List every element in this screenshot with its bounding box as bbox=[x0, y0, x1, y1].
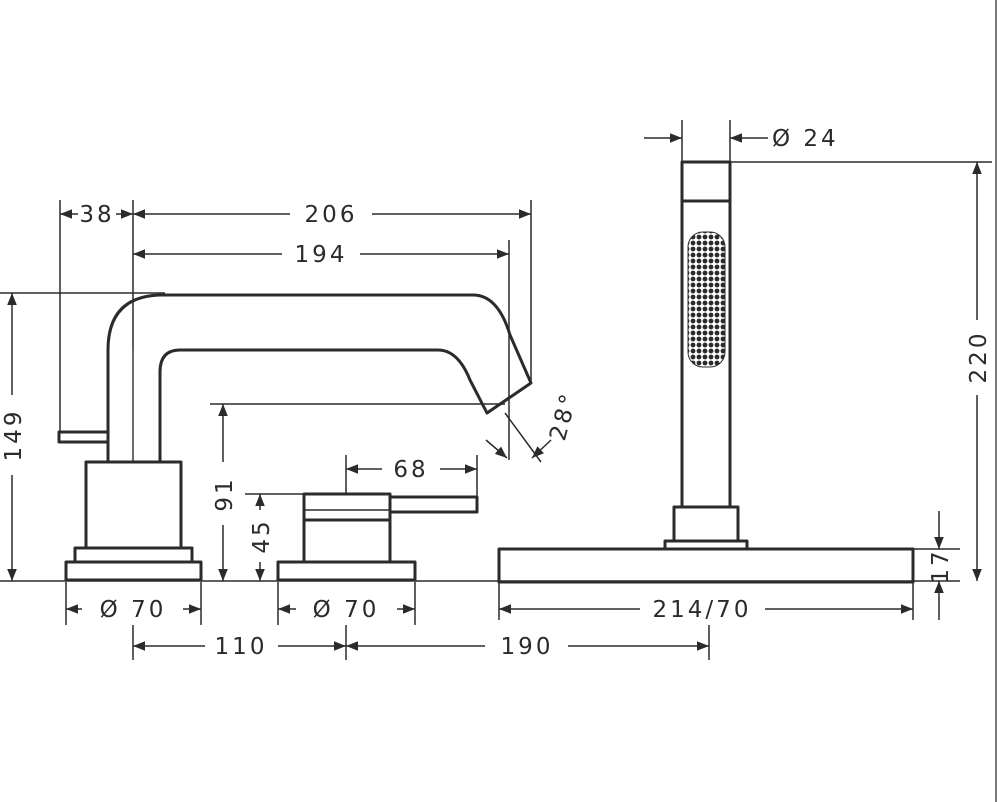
hand-shower bbox=[497, 160, 915, 584]
dimension-lines bbox=[7, 133, 982, 651]
dim-lever-length: 68 bbox=[393, 457, 428, 483]
dim-shower-height: 220 bbox=[966, 331, 992, 384]
spout bbox=[57, 293, 533, 582]
mixer-base-plate bbox=[276, 560, 417, 582]
spout-escutcheon bbox=[84, 460, 183, 550]
shower-spray-face bbox=[687, 231, 726, 368]
shower-base-plate bbox=[497, 547, 915, 584]
dim-shower-diameter: Ø 24 bbox=[772, 126, 839, 152]
dim-spout-angle: 28° bbox=[545, 389, 583, 444]
spout-base-plate bbox=[64, 560, 203, 582]
spout-body bbox=[106, 293, 533, 464]
mixer-body bbox=[302, 518, 392, 564]
spout-diverter-knob bbox=[57, 430, 110, 444]
dim-spout-base-diameter: Ø 70 bbox=[100, 597, 167, 623]
dim-spout-reach-outer: 206 bbox=[305, 202, 358, 228]
dim-spout-reach-inner: 194 bbox=[295, 242, 348, 268]
dim-mixer-to-shower: 190 bbox=[501, 634, 554, 660]
dim-plate-size: 214/70 bbox=[653, 597, 752, 623]
mixer bbox=[276, 492, 479, 582]
mixer-cap bbox=[302, 492, 392, 522]
dim-handle-offset: 38 bbox=[79, 202, 114, 228]
dim-spout-height: 149 bbox=[1, 409, 27, 462]
dim-mixer-height: 45 bbox=[249, 518, 275, 553]
dim-spout-to-mixer: 110 bbox=[215, 634, 268, 660]
dimension-labels: 38 206 194 149 91 45 68 28° Ø 70 Ø 70 11… bbox=[1, 126, 992, 660]
dim-mixer-base-diameter: Ø 70 bbox=[313, 597, 380, 623]
dim-plate-height: 17 bbox=[928, 548, 954, 583]
mixer-lever bbox=[388, 495, 479, 514]
shower-holder bbox=[672, 505, 740, 543]
spout-ring bbox=[73, 546, 194, 564]
dim-spout-outlet-height: 91 bbox=[212, 476, 238, 511]
